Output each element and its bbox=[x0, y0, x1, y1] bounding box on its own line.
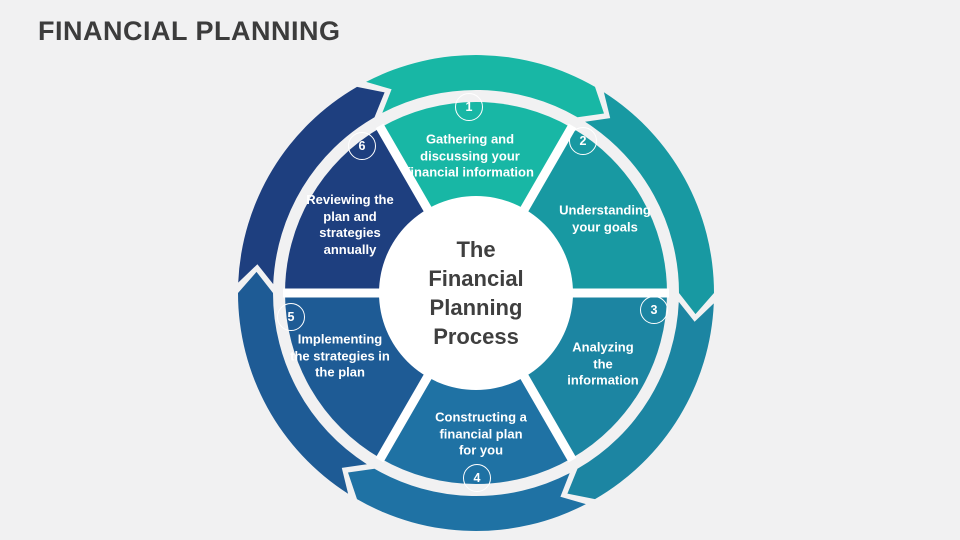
segment-number-badge-2: 2 bbox=[569, 127, 597, 155]
segment-number-badge-6: 6 bbox=[348, 132, 376, 160]
ring-arrow-arc-3 bbox=[567, 301, 714, 500]
ring-arrow-arc-1 bbox=[366, 55, 604, 118]
center-title-line: Process bbox=[433, 324, 519, 349]
ring-arrow-arc-4 bbox=[348, 468, 586, 531]
center-circle bbox=[379, 196, 573, 390]
ring-arrow-arc-6 bbox=[238, 86, 385, 285]
ring-arrow-arc-2 bbox=[585, 92, 714, 315]
ring-arrow-arc-5 bbox=[238, 271, 367, 494]
page-title: FINANCIAL PLANNING bbox=[38, 16, 341, 46]
segment-number-badge-3: 3 bbox=[640, 296, 668, 324]
segment-number-badge-4: 4 bbox=[463, 464, 491, 492]
diagram-center-title: The Financial Planning Process bbox=[391, 235, 561, 351]
center-title-line: The bbox=[456, 237, 496, 262]
segment-number-badge-1: 1 bbox=[455, 93, 483, 121]
center-title-line: Financial bbox=[428, 266, 524, 291]
center-title-line: Planning bbox=[429, 295, 523, 320]
segment-number-badge-5: 5 bbox=[277, 303, 305, 331]
